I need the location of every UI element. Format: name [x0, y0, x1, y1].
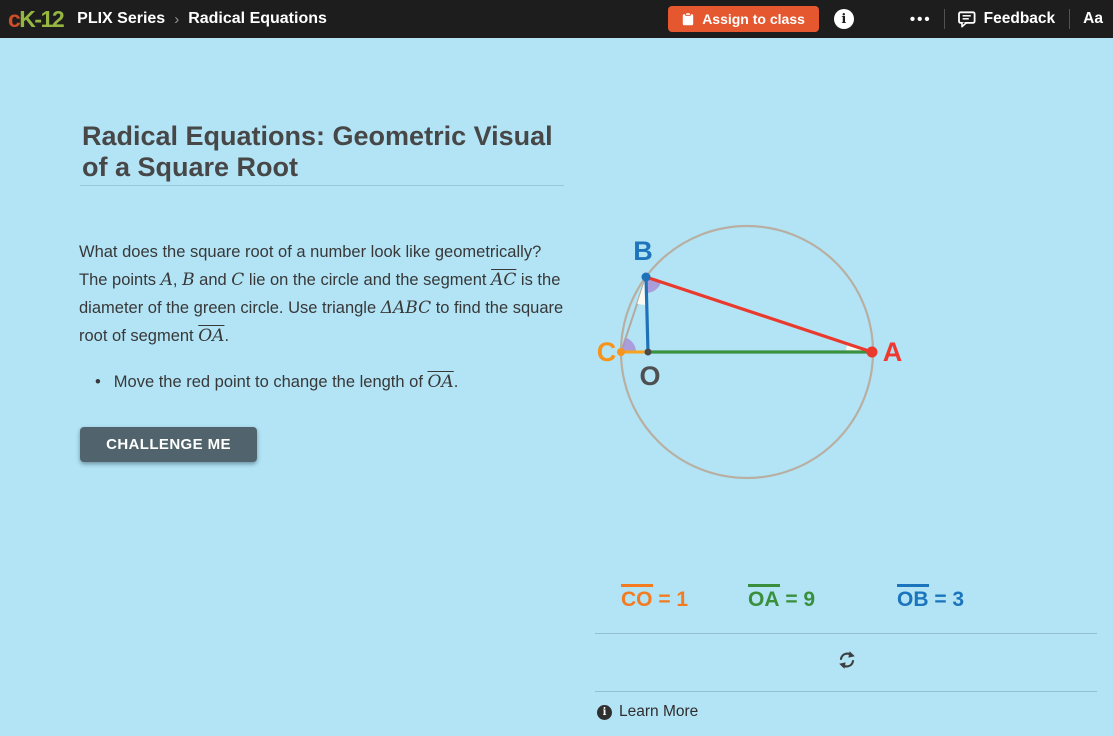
text-segment: . — [453, 373, 459, 391]
text-segment: lie on the circle and the segment — [244, 270, 492, 289]
refresh-icon[interactable] — [837, 650, 857, 670]
learn-more-label: Learn More — [619, 703, 699, 720]
title-line-2: of a Square Root — [82, 152, 299, 183]
title-divider — [80, 185, 564, 186]
text-size-toggle[interactable]: Aa — [1083, 10, 1103, 27]
learn-more-link[interactable]: i Learn More — [597, 703, 698, 721]
bullet-text: Move the red point to change the length … — [114, 372, 459, 392]
info-glyph: i — [602, 706, 607, 718]
text-segment: What does the square root of a number lo… — [79, 242, 542, 289]
feedback-label: Feedback — [983, 10, 1056, 27]
clipboard-icon — [682, 12, 694, 26]
measurement-co-value: = 1 — [652, 588, 689, 611]
header-divider — [943, 9, 945, 29]
intro-paragraph: What does the square root of a number lo… — [79, 238, 571, 350]
text-segment: to find the square root of segment — [79, 298, 564, 345]
logo-letter-c: c — [8, 5, 21, 32]
point-b — [641, 272, 651, 282]
angle-marker-cbo-white — [637, 277, 647, 306]
label-c: C — [597, 337, 617, 367]
header-divider — [1069, 9, 1071, 29]
measurement-ob-segment: OB — [897, 584, 929, 612]
applet-divider-top — [595, 633, 1097, 634]
geometry-canvas[interactable]: B C A O — [595, 215, 925, 495]
challenge-me-button[interactable]: CHALLENGE ME — [80, 427, 257, 462]
text-segment: , — [172, 270, 183, 289]
measurement-oa: OA = 9 — [748, 584, 815, 612]
text-segment: is the diameter of the green circle. Use… — [79, 270, 561, 317]
assign-button-label: Assign to class — [702, 11, 805, 27]
point-c — [617, 348, 625, 356]
math-segment-oa: OA — [427, 372, 454, 392]
overflow-menu-icon[interactable]: ••• — [909, 10, 932, 28]
bullet-dot: • — [95, 373, 101, 391]
label-o: O — [639, 361, 660, 391]
measurement-ob-value: = 3 — [928, 588, 965, 611]
breadcrumb-separator: › — [174, 10, 180, 28]
info-icon[interactable]: i — [833, 9, 854, 29]
label-b: B — [633, 236, 653, 266]
angle-marker-bca-purple — [621, 337, 636, 352]
ck12-logo[interactable]: cK-12 — [8, 5, 65, 32]
measurement-ob: OB = 3 — [897, 584, 964, 612]
segment-ba — [645, 275, 873, 354]
measurement-co: CO = 1 — [621, 584, 688, 612]
math-point-c: C — [231, 269, 245, 290]
page-title: Radical Equations: Geometric Visual of a… — [82, 121, 582, 183]
title-line-1: Radical Equations: Geometric Visual — [82, 121, 553, 152]
instruction-bullet: • Move the red point to change the lengt… — [95, 372, 458, 392]
top-navbar: cK-12 PLIX Series › Radical Equations As… — [0, 0, 1113, 38]
applet-divider-bottom — [595, 691, 1097, 692]
assign-to-class-button[interactable]: Assign to class — [668, 6, 819, 32]
math-point-b: B — [182, 269, 195, 290]
info-glyph: i — [841, 11, 847, 27]
text-segment: and — [194, 270, 232, 289]
measurement-oa-value: = 9 — [779, 588, 816, 611]
speech-bubble-icon — [957, 10, 976, 27]
math-point-a: A — [160, 269, 173, 290]
measurement-oa-segment: OA — [748, 584, 780, 612]
text-segment: . — [224, 326, 230, 345]
breadcrumb-page-title: Radical Equations — [188, 10, 327, 27]
math-segment-oa: OA — [198, 325, 225, 346]
measurement-co-segment: CO — [621, 584, 653, 612]
point-o — [644, 348, 652, 356]
label-a: A — [883, 337, 903, 367]
segment-ob — [644, 276, 650, 353]
math-triangle-abc: ΔABC — [380, 297, 432, 318]
feedback-button[interactable]: Feedback — [957, 10, 1056, 28]
logo-k12: K-12 — [19, 5, 64, 32]
math-segment-ac: AC — [491, 269, 517, 290]
info-icon: i — [597, 704, 612, 720]
text-segment: Move the red point to change the length … — [113, 373, 428, 391]
breadcrumb-plix-series[interactable]: PLIX Series — [77, 10, 166, 27]
point-a-draggable[interactable] — [866, 346, 878, 358]
